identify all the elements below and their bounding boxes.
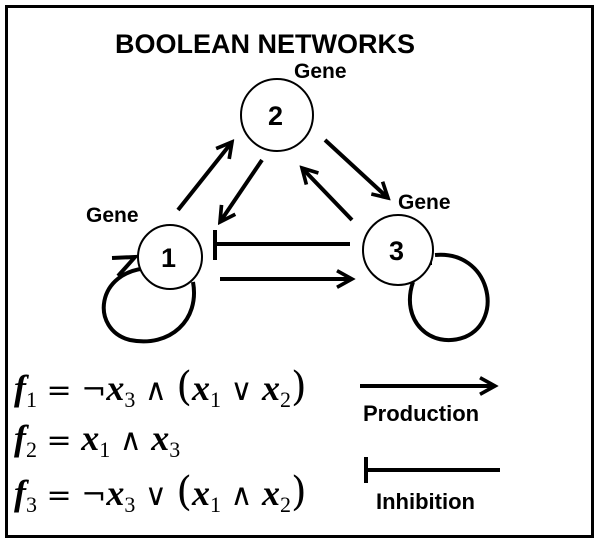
gene-3-self-loop [407, 252, 490, 343]
gene-3-number: 3 [389, 236, 404, 266]
f3-lhs: f [14, 473, 29, 513]
f1-lhs: f [14, 368, 29, 408]
gene-1-self-loop-arrowhead [111, 254, 140, 278]
gene-1-number: 1 [161, 243, 176, 273]
f1-lhs-sub: 1 [26, 387, 37, 412]
equation-f1: f1 = ¬x3 ∧ (x1 ∨ x2) [14, 364, 307, 412]
gene-1-label: Gene [86, 204, 139, 227]
gene-1-node [137, 224, 203, 290]
edge-3-to-2 [302, 168, 354, 222]
equation-f2: f2 = x1 ∧ x3 [14, 418, 180, 462]
legend-production-label: Production [363, 401, 479, 426]
svg-text:f1 = ¬x3 ∧ (x1 ∨ x2): f1 = ¬x3 ∧ (x1 ∨ x2) [14, 364, 307, 412]
f2-lhs-sub: 2 [26, 437, 37, 462]
gene-2-number: 2 [268, 101, 283, 131]
gene-1-self-loop [101, 266, 197, 344]
gene-3-label: Gene [398, 191, 451, 214]
svg-text:f3 = ¬x3 ∨ (x1 ∧ x2): f3 = ¬x3 ∨ (x1 ∧ x2) [14, 469, 307, 517]
edge-2-to-3 [323, 138, 388, 198]
legend-inhibition-label: Inhibition [376, 489, 475, 514]
edge-2-to-1 [220, 158, 264, 222]
edge-1-to-2 [176, 142, 232, 212]
gene-2-node [240, 78, 314, 152]
gene-3-node [362, 214, 434, 286]
diagram-title: BOOLEAN NETWORKS [115, 29, 415, 59]
gene-2-label: Gene [294, 60, 347, 83]
f3-lhs-sub: 3 [26, 492, 37, 517]
equation-f3: f3 = ¬x3 ∨ (x1 ∧ x2) [14, 469, 307, 517]
f2-lhs: f [14, 418, 29, 458]
svg-text:f2 = x1 ∧ x3: f2 = x1 ∧ x3 [14, 418, 180, 462]
